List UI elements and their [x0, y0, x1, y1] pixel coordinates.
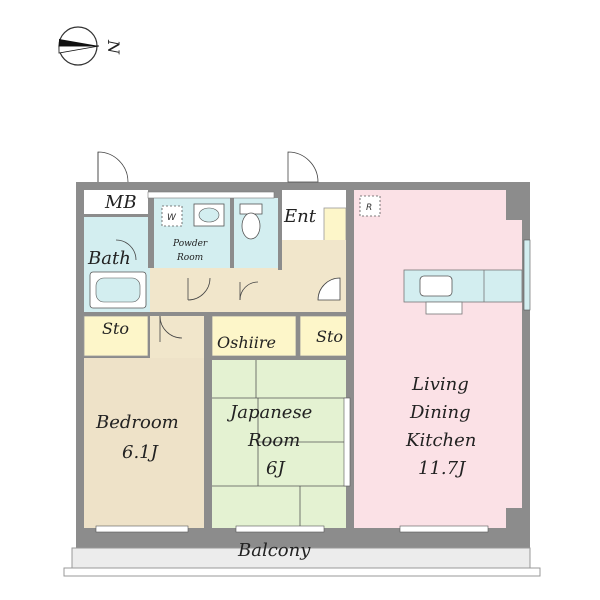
compass-north-icon	[58, 26, 100, 66]
japanese-room-size: 6J	[266, 458, 286, 479]
refrigerator-icon	[359, 195, 381, 217]
ldk-label-1: Living	[411, 374, 469, 395]
bedroom-size: 6.1J	[122, 442, 160, 463]
ldk-size: 11.7J	[418, 458, 467, 479]
ldk-label-2: Dining	[409, 402, 471, 423]
toilet-icon	[239, 203, 263, 240]
bedroom-label: Bedroom	[95, 412, 179, 433]
compass-north-label: N	[104, 39, 123, 55]
oshiire-label: Oshiire	[217, 333, 276, 352]
ldk-label-3: Kitchen	[405, 430, 476, 451]
hall-to-bedroom	[150, 312, 204, 358]
japanese-room-label-1: Japanese	[226, 402, 312, 423]
bedroom-area	[84, 358, 204, 528]
mb-label: MB	[104, 192, 137, 213]
washer-icon	[161, 205, 183, 227]
doors	[97, 151, 341, 342]
sto-middle-label: Sto	[316, 327, 343, 346]
japanese-room-area	[212, 360, 346, 528]
interior-walls	[84, 190, 354, 528]
ent-label: Ent	[283, 206, 317, 227]
sto-left-label: Sto	[102, 319, 129, 338]
sink-icon	[419, 275, 453, 297]
refrigerator-label: R	[366, 203, 372, 213]
bath-label: Bath	[87, 248, 131, 269]
washer-label: W	[167, 213, 177, 223]
powder-room-label-1: Powder	[172, 239, 208, 249]
powder-room-label-2: Room	[176, 253, 203, 263]
mb-area	[84, 190, 148, 214]
balcony-label: Balcony	[237, 540, 311, 561]
tatami-lines	[212, 360, 346, 528]
japanese-room-label-2: Room	[247, 430, 300, 451]
range-hood	[425, 301, 463, 315]
windows	[95, 239, 531, 533]
